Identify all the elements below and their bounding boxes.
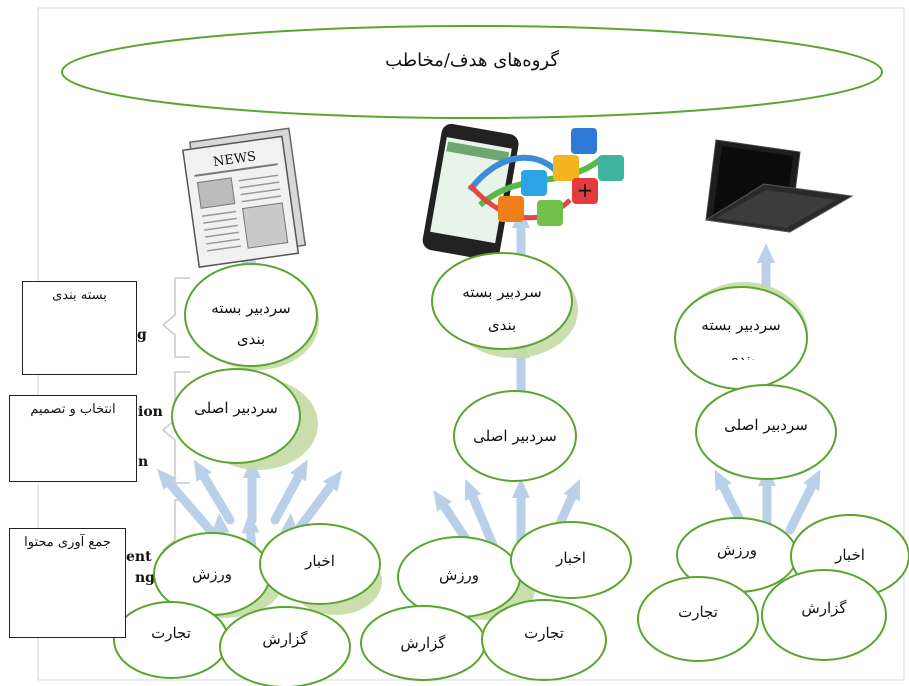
col1-chief-editor-label: سردبیر اصلی	[194, 399, 278, 417]
target-audience-title: گروه‌های هدف/مخاطب	[385, 49, 559, 71]
col3-packaging-editor-line2: بندی	[727, 350, 755, 368]
flow-arrow-shaft	[160, 473, 215, 535]
faded-background-fragments: g ion n ent ng	[126, 327, 163, 586]
smartphone-social-icon: +	[422, 123, 624, 261]
col3-packaging-editor-line1: سردبیر بسته	[701, 316, 780, 334]
flow-arrow-head	[563, 479, 580, 501]
col1-report-label: گزارش	[262, 630, 308, 648]
col3-packaging-editor-bubble	[674, 286, 808, 390]
flow-arrow-head	[290, 459, 308, 482]
flow-arrow-head	[157, 468, 177, 490]
fragment-1: g	[137, 327, 147, 343]
col3-business-label: تجارت	[678, 603, 718, 621]
col1-sport-label: ورزش	[192, 565, 232, 583]
col1-news-label: اخبار	[304, 552, 335, 570]
target-audience-ellipse: گروه‌های هدف/مخاطب	[61, 25, 883, 119]
flow-arrow-head	[193, 459, 212, 482]
laptop-icon	[704, 139, 854, 233]
col2-report-label: گزارش	[400, 634, 446, 652]
col3-report-bubble	[761, 569, 887, 661]
flow-arrow-head	[803, 469, 821, 492]
flow-arrow-shaft	[293, 475, 340, 535]
newspaper-icon: NEWS	[182, 127, 307, 268]
label-packaging: بسته بندی	[22, 281, 137, 375]
label-selection-decision: انتخاب و تصمیم	[9, 395, 137, 482]
col3-sport-label: ورزش	[717, 541, 757, 559]
col2-packaging-editor-bubble	[431, 252, 573, 350]
col2-chief-editor-label: سردبیر اصلی	[473, 427, 557, 445]
col1-packaging-editor-bubble	[184, 263, 318, 367]
flow-arrow-shaft	[270, 465, 307, 525]
col1-packaging-editor-line1: سردبیر بسته	[211, 299, 290, 317]
flow-arrow-head	[211, 513, 230, 534]
col2-chief-editor-bubble	[453, 390, 577, 482]
col1-chief-editor-bubble	[171, 368, 301, 464]
flow-arrow-head	[757, 243, 775, 263]
fragment-3: n	[138, 454, 148, 470]
flow-arrow-shaft	[785, 475, 820, 535]
col1-news-bubble	[259, 523, 381, 605]
col1-business-label: تجارت	[151, 624, 191, 642]
flow-arrow-shaft	[465, 485, 500, 555]
col1-packaging-editor-line2: بندی	[237, 330, 265, 348]
col2-sport-label: ورزش	[439, 566, 479, 584]
col2-news-bubble	[510, 521, 632, 599]
label-content-gathering: جمع آوری محتوا	[9, 528, 126, 638]
fragment-5: ng	[135, 570, 155, 586]
flow-arrow-head	[714, 469, 732, 492]
flow-arrow-shaft	[195, 465, 235, 525]
col1-report-bubble	[219, 606, 351, 686]
col2-packaging-editor-line1: سردبیر بسته	[462, 283, 541, 301]
col2-business-label: تجارت	[524, 624, 564, 642]
col3-business-bubble	[637, 576, 759, 662]
label-packaging-text: بسته بندی	[52, 288, 107, 303]
label-selection-decision-text: انتخاب و تصمیم	[30, 402, 116, 417]
flow-arrow-head	[512, 478, 530, 498]
col2-packaging-editor-line2: بندی	[488, 316, 516, 334]
svg-text:NEWS: NEWS	[212, 149, 257, 170]
fragment-2: ion	[138, 404, 163, 420]
flow-arrow-head	[433, 490, 452, 512]
flow-arrow-head	[464, 478, 482, 501]
fragment-4: ent	[126, 549, 152, 565]
label-content-gathering-text: جمع آوری محتوا	[24, 535, 111, 550]
col2-news-label: اخبار	[555, 549, 586, 567]
bubble-layer: سردبیر بسته بندی سردبیر اصلی سردبیر بسته…	[113, 252, 909, 686]
col3-report-label: گزارش	[801, 599, 847, 617]
flow-arrow-head	[241, 513, 260, 534]
col3-chief-editor-label: سردبیر اصلی	[724, 416, 808, 434]
col3-news-label: اخبار	[834, 546, 865, 564]
flow-arrow-head	[323, 470, 343, 492]
col2-business-bubble	[481, 599, 607, 681]
col3-chief-editor-bubble	[695, 384, 837, 480]
svg-text:+: +	[577, 178, 594, 202]
